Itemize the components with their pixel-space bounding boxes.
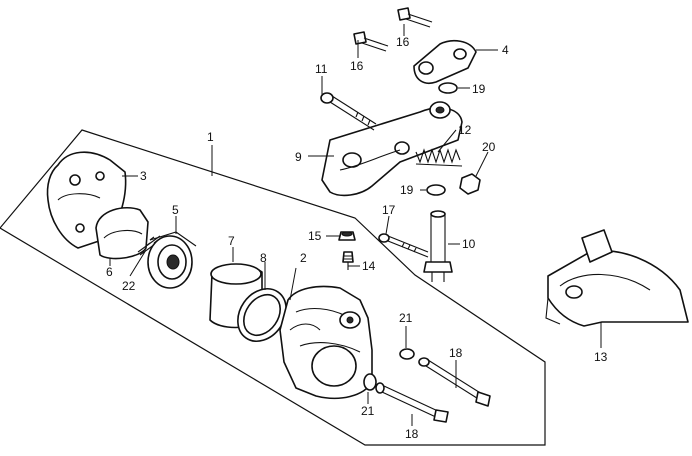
callout-9: 9 (295, 150, 302, 164)
callout-15: 15 (308, 229, 322, 243)
part-8-seal-ring (237, 288, 287, 342)
callout-20: 20 (482, 140, 496, 154)
callout-16-middle: 16 (350, 59, 364, 73)
leader-lines (109, 24, 602, 426)
part-17-bolt (378, 233, 429, 258)
part-18-bolt-lower (375, 382, 449, 423)
part-18-bolt-upper (418, 357, 491, 407)
callout-16-top: 16 (396, 35, 410, 49)
callout-22: 22 (122, 279, 136, 293)
part-19-o-ring-lower (426, 184, 446, 196)
callout-12: 12 (458, 123, 472, 137)
part-12-spring (415, 148, 463, 167)
callout-6: 6 (106, 265, 113, 279)
part-13-caliper-cover (545, 229, 689, 327)
callout-18-lower: 18 (405, 427, 419, 441)
callout-21-lower: 21 (361, 404, 375, 418)
callout-21-upper: 21 (399, 311, 413, 325)
callout-19-upper: 19 (472, 82, 486, 96)
callout-1: 1 (207, 130, 214, 144)
callout-labels: 1 2 3 4 5 6 7 8 9 10 11 12 13 14 15 16 1… (106, 35, 608, 441)
part-2-caliper-body (279, 285, 373, 400)
callout-18-upper: 18 (449, 346, 463, 360)
callout-10: 10 (462, 237, 476, 251)
callout-5: 5 (172, 203, 179, 217)
part-16-bolt-top (397, 7, 433, 28)
callout-2: 2 (300, 251, 307, 265)
callout-4: 4 (502, 43, 509, 57)
part-9-torque-bracket (321, 101, 463, 197)
callout-7: 7 (228, 234, 235, 248)
callout-17: 17 (382, 203, 396, 217)
callout-13: 13 (594, 350, 608, 364)
part-21-washer-lower (363, 373, 377, 391)
callout-14: 14 (362, 259, 376, 273)
part-5-piston-retainer (147, 231, 197, 289)
part-21-washer-upper (399, 348, 415, 360)
part-16-bolt-middle (353, 31, 389, 52)
part-4-link-plate (413, 39, 477, 84)
part-11-long-bolt (320, 92, 377, 131)
caliper-assembly-outline (0, 129, 546, 446)
part-19-o-ring-upper (438, 82, 458, 94)
callout-11: 11 (315, 62, 328, 76)
part-14-bleeder-valve (342, 251, 354, 270)
callout-8: 8 (260, 251, 267, 265)
callout-3: 3 (140, 169, 147, 183)
part-15-bleeder-cap (338, 231, 356, 241)
part-10-pivot-bolt (423, 210, 453, 282)
part-20-nut (459, 173, 481, 195)
callout-19-lower: 19 (400, 183, 414, 197)
